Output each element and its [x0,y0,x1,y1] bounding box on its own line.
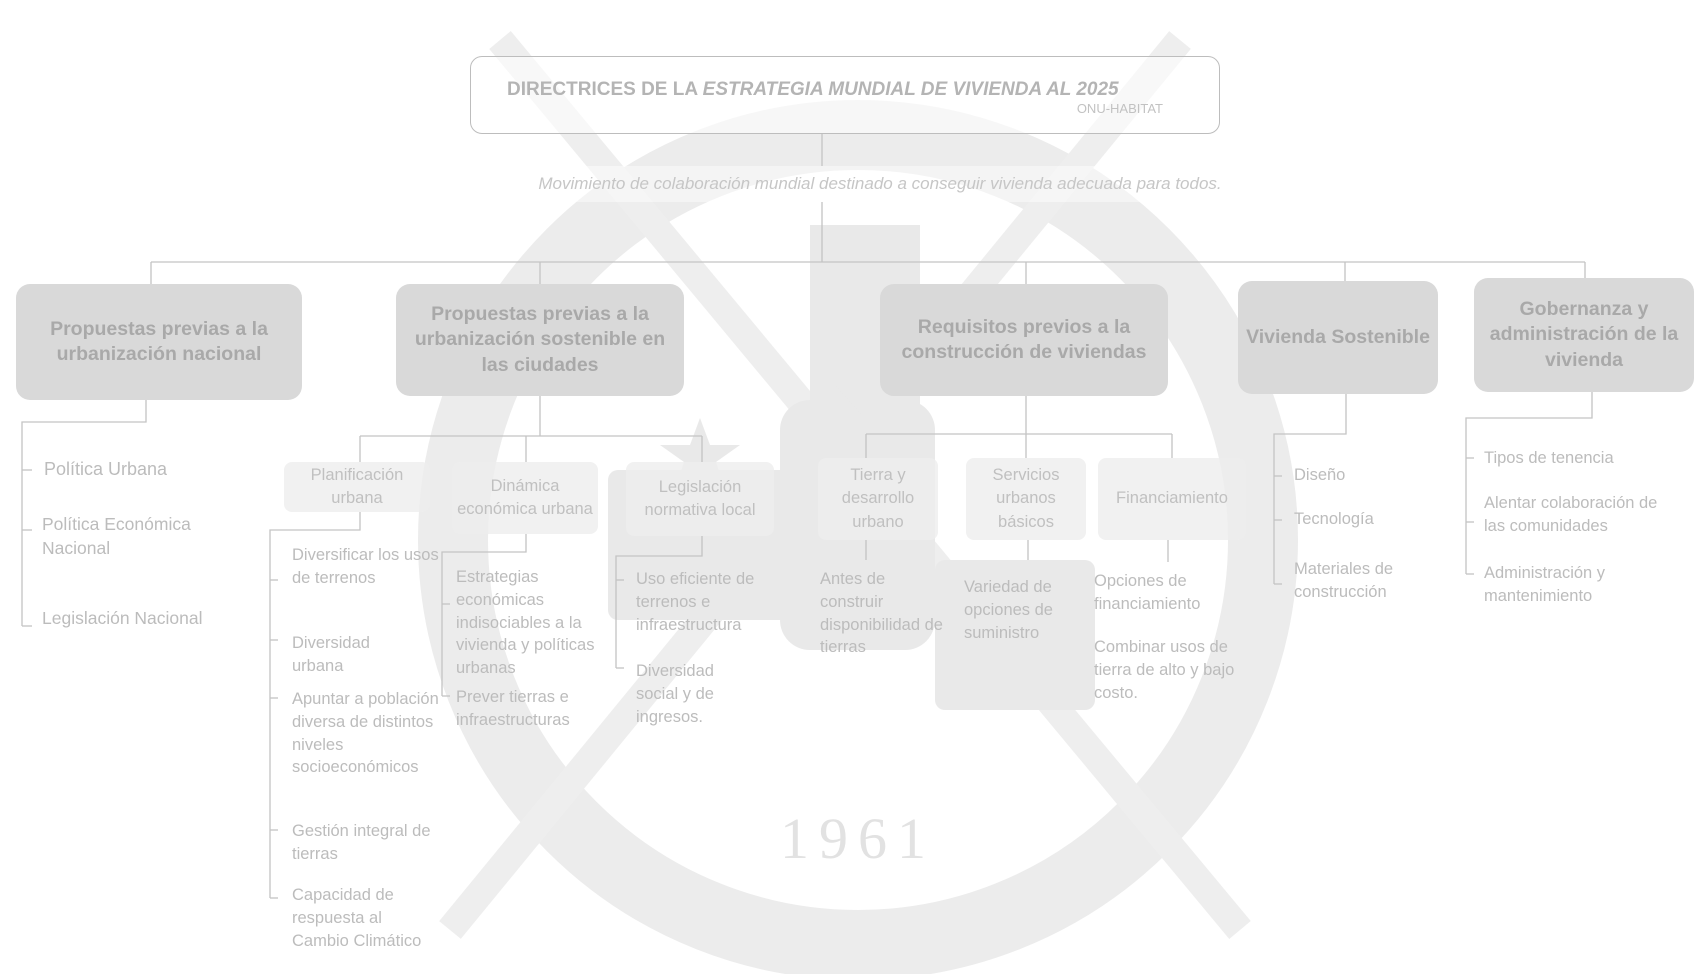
sub-servicios-basicos: Servicios urbanos básicos [966,458,1086,540]
diagram-title-box: DIRECTRICES DE LA ESTRATEGIA MUNDIAL DE … [470,56,1220,134]
leaf-disponibilidad-tierras: Antes de construir disponibilidad de tie… [820,570,943,657]
leaf-colaboracion-comunidades: Alentar colaboración de las comunidades [1484,494,1658,535]
leaf-prever-tierras: Prever tierras e infraestructuras [456,688,570,729]
leaf-tipos-tenencia: Tipos de tenencia [1484,449,1614,467]
pillar-sustainable-housing: Vivienda Sostenible [1238,281,1438,394]
diagram-title: DIRECTRICES DE LA ESTRATEGIA MUNDIAL DE … [507,79,1119,101]
title-prefix: DIRECTRICES DE LA [507,79,703,100]
leaf-combinar-usos: Combinar usos de tierra de alto y bajo c… [1094,638,1235,702]
leaf-uso-eficiente: Uso eficiente de terrenos e infraestruct… [636,570,755,634]
seal-year: 1961 [780,806,936,871]
leaf-politica-urbana: Política Urbana [44,459,168,479]
title-emphasis: ESTRATEGIA MUNDIAL DE VIVIENDA AL 2025 [702,79,1119,100]
pillar-sustainable-cities: Propuestas previas a la urbanización sos… [396,284,684,396]
sub-legislacion-local: Legislación normativa local [626,462,774,536]
sub-planificacion-urbana: Planificación urbana [284,462,430,512]
pillar-housing-governance: Gobernanza y administración de la vivien… [1474,278,1694,392]
leaf-cambio-climatico: Capacidad de respuesta al Cambio Climáti… [292,886,422,950]
leaf-diseno: Diseño [1294,466,1346,484]
leaf-tecnologia: Tecnología [1294,510,1374,528]
leaf-materiales-construccion: Materiales de construcción [1294,560,1394,601]
pillar-national-urbanization: Propuestas previas a la urbanización nac… [16,284,302,400]
sub-financiamiento: Financiamiento [1098,458,1246,540]
tagline: Movimiento de colaboración mundial desti… [460,166,1300,202]
leaf-politica-economica: Política Económica Nacional [42,514,191,559]
leaf-poblacion-diversa: Apuntar a población diversa de distintos… [292,690,439,777]
sub-dinamica-economica: Dinámica económica urbana [452,462,598,534]
leaf-administracion-mantenimiento: Administración y mantenimiento [1484,564,1606,605]
leaf-diversificar-usos: Diversificar los usos de terrenos [292,546,439,587]
leaf-diversidad-urbana: Diversidad urbana [292,634,370,675]
title-source: ONU-HABITAT [1076,101,1163,116]
leaf-gestion-tierras: Gestión integral de tierras [292,822,431,863]
leaf-diversidad-social: Diversidad social y de ingresos. [636,662,714,726]
sub-tierra-desarrollo: Tierra y desarrollo urbano [818,458,938,540]
leaf-legislacion-nacional: Legislación Nacional [42,608,203,628]
pillar-construction-prerequisites: Requisitos previos a la construcción de … [880,284,1168,396]
leaf-opciones-suministro: Variedad de opciones de suministro [964,578,1053,642]
leaf-estrategias-economicas: Estrategias económicas indisociables a l… [456,568,595,678]
leaf-opciones-financiamiento: Opciones de financiamiento [1094,572,1201,613]
